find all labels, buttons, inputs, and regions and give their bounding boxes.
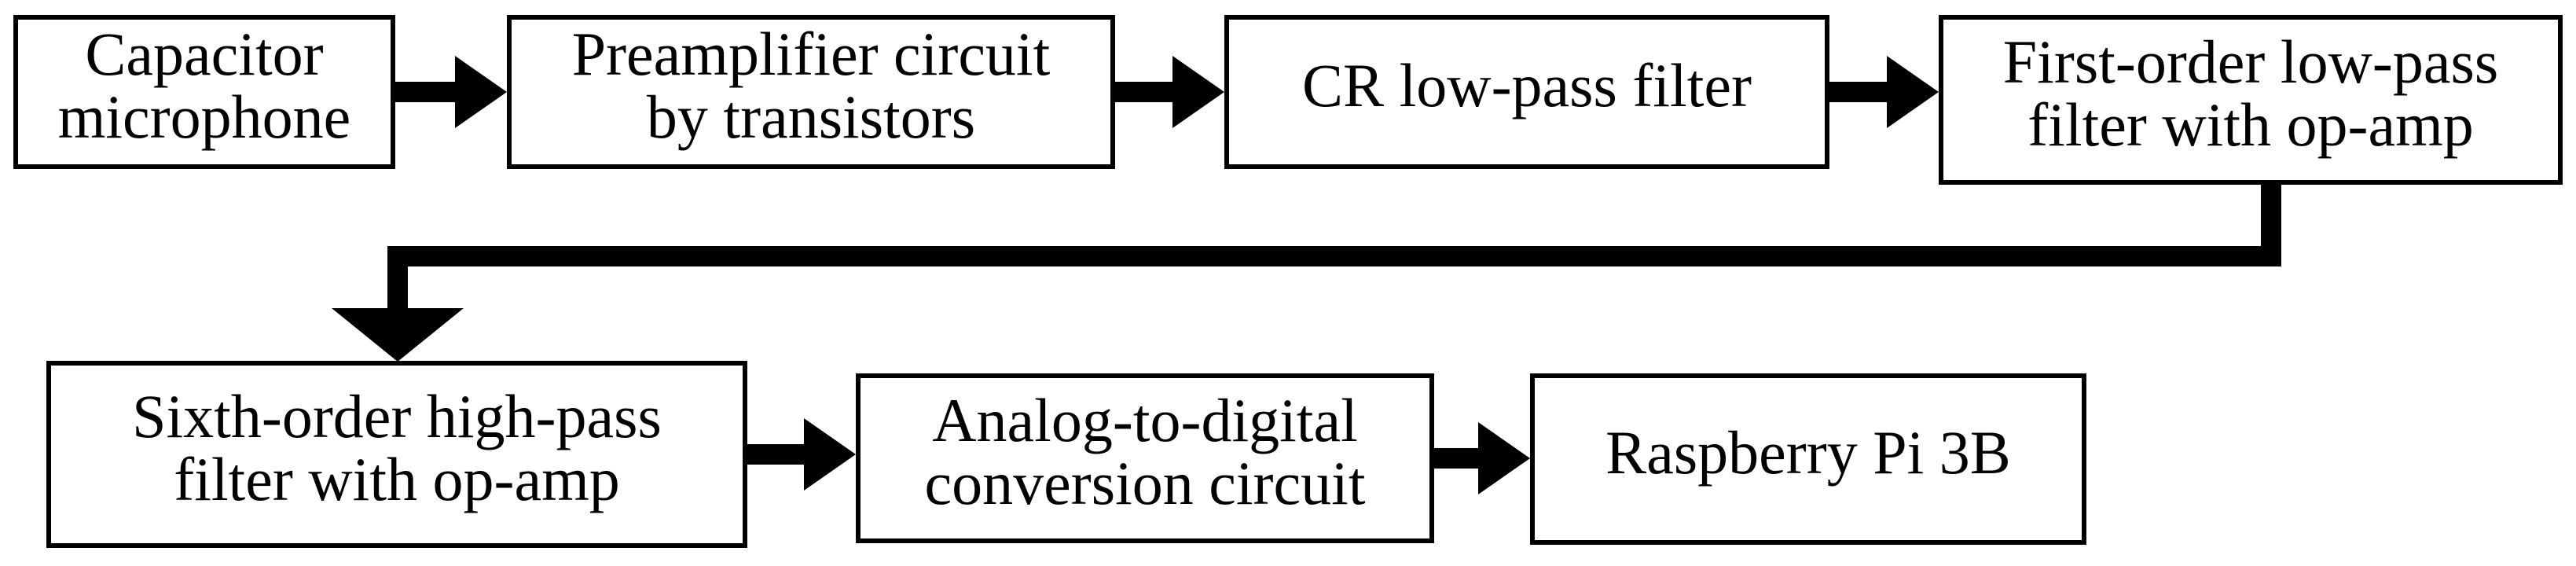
block-box <box>856 373 1434 543</box>
arrow-shaft <box>1115 82 1172 102</box>
arrow-shaft <box>747 444 804 465</box>
block-label-line: CR low-pass filter <box>1302 51 1752 119</box>
block-box <box>46 361 747 548</box>
block-label-line: filter with op-amp <box>174 445 620 513</box>
arrow-head <box>1478 422 1530 494</box>
block-label-line: Raspberry Pi 3B <box>1605 418 2011 487</box>
block-box <box>1530 373 2086 545</box>
block-label-line: Capacitor <box>85 20 323 88</box>
block-label-line: Preamplifier circuit <box>572 20 1051 88</box>
block-raspberry-pi: Raspberry Pi 3B <box>1530 373 2086 545</box>
arrow-shaft <box>1829 82 1887 102</box>
arrow-shaft <box>1434 448 1478 469</box>
block-box <box>1224 15 1829 169</box>
block-cr-low-pass-filter: CR low-pass filter <box>1224 15 1829 169</box>
block-label-line: Analog-to-digital <box>932 386 1358 454</box>
connector-drop <box>387 246 408 308</box>
block-label-line: by transistors <box>647 83 975 151</box>
block-box <box>507 15 1115 169</box>
block-box <box>1939 15 2563 185</box>
arrow-head <box>332 308 464 362</box>
block-label-line: microphone <box>58 83 351 151</box>
block-label-line: First-order low-pass <box>2003 28 2498 96</box>
block-box <box>13 15 395 169</box>
connector-run <box>387 246 2281 266</box>
block-label-line: conversion circuit <box>925 449 1366 517</box>
block-label-line: filter with op-amp <box>2027 90 2474 159</box>
arrow-head <box>804 418 856 491</box>
arrow-shaft <box>395 82 455 102</box>
arrow-head <box>1172 56 1224 128</box>
block-label-line: Sixth-order high-pass <box>132 382 662 450</box>
arrow-head <box>1887 56 1939 128</box>
connectors <box>332 56 2281 494</box>
arrow-head <box>455 56 507 128</box>
